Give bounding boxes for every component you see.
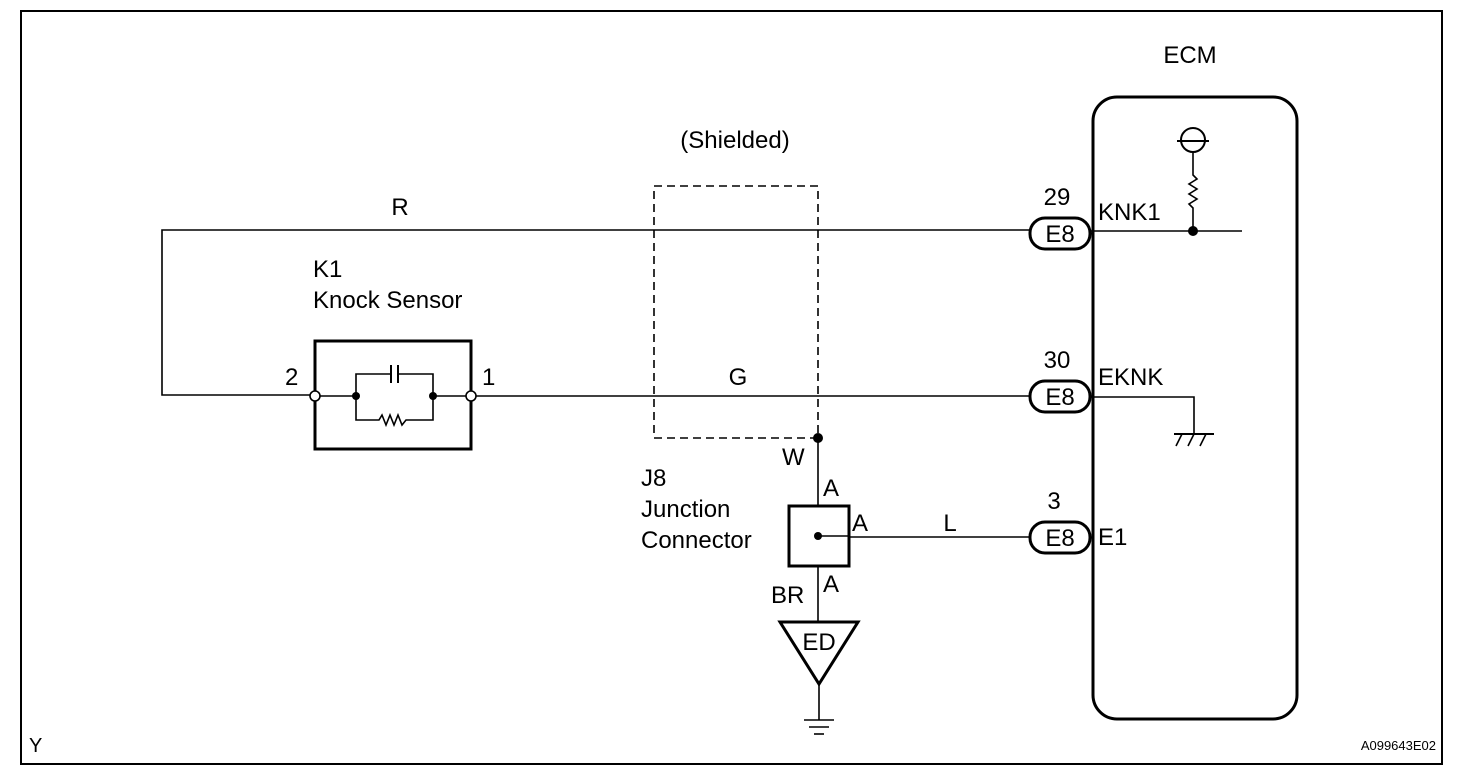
ecm-pullup-resistor	[1187, 152, 1199, 231]
chassis-ground-icon-hatch3	[1199, 433, 1207, 447]
sensor-pin-2-terminal	[309, 390, 321, 402]
shield-drain-node	[813, 433, 823, 443]
junction-id: J8	[641, 465, 666, 492]
figure-code: A099643E02	[1361, 738, 1436, 753]
ecm-connector-knk1: E8 29 KNK1	[1028, 184, 1161, 251]
ground-point-triangle	[777, 620, 861, 687]
terminal-knk1-label: KNK1	[1098, 199, 1161, 226]
connector-30-code: E8	[1045, 384, 1074, 411]
junction-pin-upper-label: A	[823, 475, 839, 502]
sensor-pin-2-label: 2	[285, 364, 298, 391]
connector-3-pin: 3	[1047, 488, 1060, 515]
connector-30-pin: 30	[1044, 347, 1071, 374]
connector-pill-29	[1028, 216, 1092, 251]
connector-29-pin: 29	[1044, 184, 1071, 211]
ecm-connector-e1: E8 3 E1	[1028, 488, 1127, 555]
shield-outline	[653, 185, 819, 439]
connector-29-code: E8	[1045, 221, 1074, 248]
wire-w-label: W	[782, 444, 805, 471]
wire-l-label: L	[943, 510, 956, 537]
wire-r-label: R	[391, 194, 408, 221]
connector-pill-3	[1028, 520, 1092, 555]
wire-br-label: BR	[771, 582, 804, 609]
knock-sensor	[309, 339, 477, 451]
diagram-frame	[20, 10, 1443, 765]
sensor-id: K1	[313, 256, 342, 283]
ecm-connector-eknk: E8 30 EKNK	[1028, 347, 1163, 414]
ground-point-label: ED	[802, 629, 835, 656]
capacitor-branch	[355, 373, 390, 396]
sensor-pin-1-label: 1	[482, 364, 495, 391]
shield-label: (Shielded)	[680, 127, 789, 154]
resistor-symbol	[355, 396, 434, 428]
capacitor-branch-right	[399, 373, 434, 396]
ecm-box	[1091, 95, 1299, 721]
knock-sensor-body	[313, 339, 473, 451]
sensor-pin-1-terminal	[465, 390, 477, 402]
footer-left-code: Y	[29, 735, 42, 757]
wire-g-label: G	[729, 364, 748, 391]
terminal-e1-label: E1	[1098, 524, 1127, 551]
connector-3-code: E8	[1045, 525, 1074, 552]
junction-name-line1: Junction	[641, 496, 730, 523]
terminal-eknk-label: EKNK	[1098, 364, 1163, 391]
junction-name-line2: Connector	[641, 527, 752, 554]
chassis-ground-icon-hatch2	[1187, 433, 1195, 447]
sensor-name: Knock Sensor	[313, 287, 462, 314]
ecm-title: ECM	[1163, 42, 1216, 69]
junction-pin-lower-label: A	[823, 571, 839, 598]
ecm-eknk-internal-line	[1090, 396, 1195, 434]
junction-pin-right-label: A	[852, 510, 868, 537]
chassis-ground-icon-hatch1	[1175, 433, 1183, 447]
wire-r	[161, 229, 1030, 396]
